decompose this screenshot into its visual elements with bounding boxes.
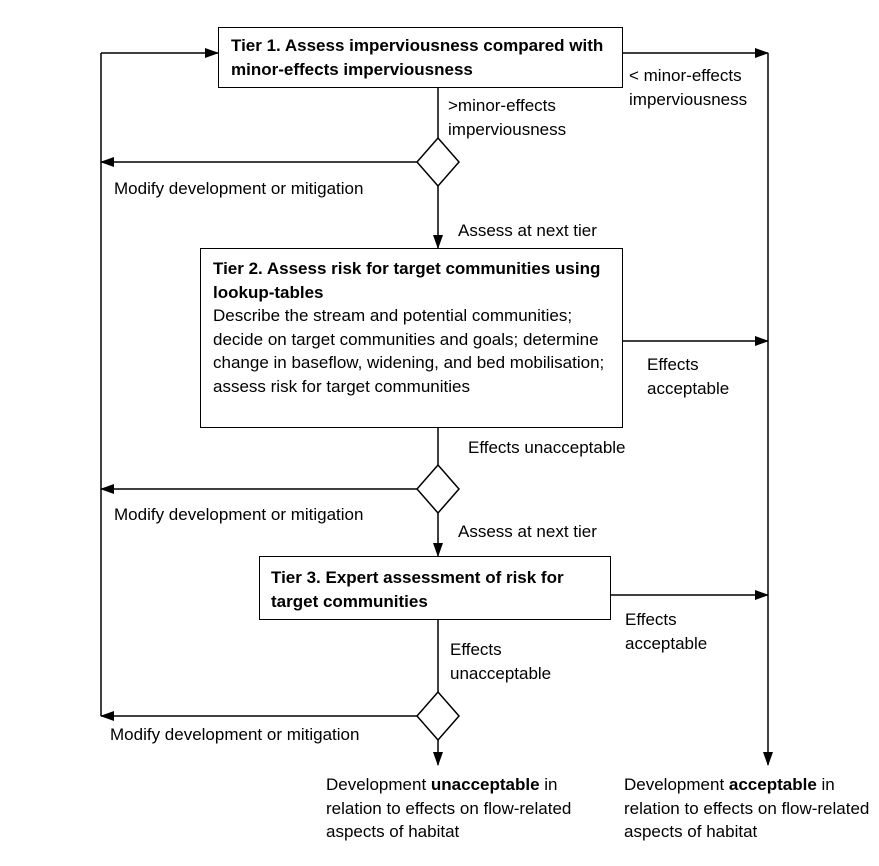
- outcome-unacceptable: Development unacceptable in relation to …: [326, 773, 611, 844]
- label-effects-acceptable-3: Effects acceptable: [625, 610, 708, 653]
- tier2-title: Tier 2. Assess risk for target communiti…: [213, 259, 601, 302]
- label-lt-minor: < minor-effects imperviousness: [629, 66, 748, 109]
- outcome-unacceptable-prefix: Development: [326, 775, 431, 794]
- tier3-title: Tier 3. Expert assessment of risk for ta…: [271, 568, 564, 611]
- outcome-acceptable-prefix: Development: [624, 775, 729, 794]
- label-effects-unacceptable-2: Effects unacceptable: [468, 438, 626, 457]
- outcome-unacceptable-emphasis: unacceptable: [430, 775, 540, 794]
- tier1-box: Tier 1. Assess imperviousness compared w…: [218, 27, 623, 88]
- label-modify-3: Modify development or mitigation: [110, 725, 360, 744]
- outcome-acceptable: Development acceptable in relation to ef…: [624, 773, 876, 844]
- decision-diamond-1: [416, 136, 460, 188]
- outcome-acceptable-emphasis: acceptable: [728, 775, 817, 794]
- outcome-unacceptable-suffix: in relation to effects on flow-related a…: [326, 775, 572, 841]
- tier2-box: Tier 2. Assess risk for target communiti…: [200, 248, 623, 428]
- label-assess-next-1: Assess at next tier: [458, 221, 597, 240]
- tier3-box: Tier 3. Expert assessment of risk for ta…: [259, 556, 611, 620]
- label-assess-next-2: Assess at next tier: [458, 522, 597, 541]
- tier1-title: Tier 1. Assess imperviousness compared w…: [231, 36, 604, 79]
- decision-diamond-3: [416, 690, 460, 742]
- label-modify-2: Modify development or mitigation: [114, 505, 364, 524]
- outcome-acceptable-suffix: in relation to effects on flow-related a…: [624, 775, 870, 841]
- label-effects-unacceptable-3: Effects unacceptable: [450, 640, 552, 683]
- label-gt-minor: >minor-effects imperviousness: [448, 96, 567, 139]
- label-effects-acceptable-2: Effects acceptable: [647, 355, 730, 398]
- label-modify-1: Modify development or mitigation: [114, 179, 364, 198]
- tier2-description: Describe the stream and potential commun…: [213, 306, 605, 396]
- decision-diamond-2: [416, 463, 460, 515]
